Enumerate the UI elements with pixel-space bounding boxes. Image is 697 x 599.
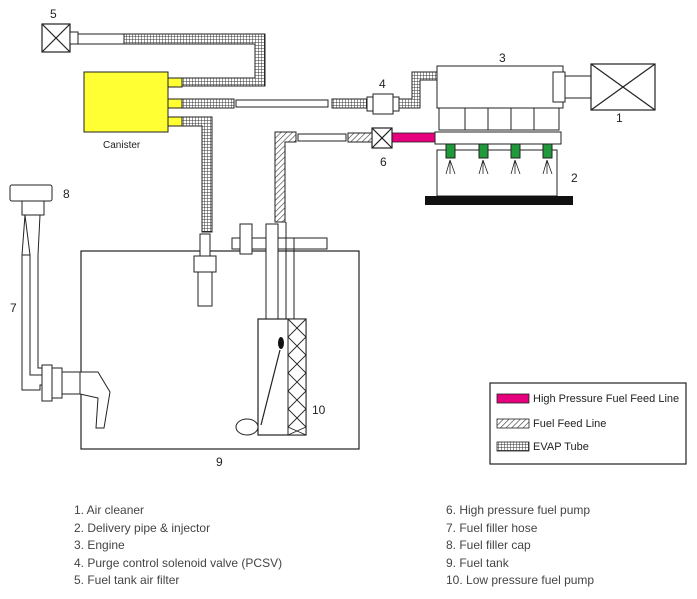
high-pressure-fuel-pump — [371, 127, 393, 149]
fuel-feed-line — [274, 131, 297, 223]
parts-list-left: 1. Air cleaner 2. Delivery pipe & inject… — [74, 502, 282, 590]
delivery-pipe-injectors — [425, 131, 573, 205]
purge-control-solenoid-valve — [366, 93, 400, 115]
evap-tube-canister-pcsv — [181, 98, 235, 109]
fuel-tank — [80, 250, 360, 450]
legend-label: EVAP Tube — [533, 441, 589, 453]
list-item: 1. Air cleaner — [74, 503, 145, 517]
fuel-system-diagram: Canister — [9, 7, 687, 469]
callout-7: 7 — [10, 301, 17, 315]
list-item: 2. Delivery pipe & injector — [74, 520, 211, 535]
callout-2: 2 — [571, 171, 578, 185]
callout-3: 3 — [499, 51, 506, 65]
callout-4: 4 — [379, 77, 386, 91]
legend: High Pressure Fuel Feed Line Fuel Feed L… — [489, 382, 687, 465]
air-cleaner — [590, 63, 656, 111]
fuel-level-float — [235, 418, 259, 436]
callout-1: 1 — [616, 111, 623, 125]
list-item: 6. High pressure fuel pump — [446, 503, 591, 517]
injector — [542, 143, 553, 175]
evap-tube-canister-tank — [181, 116, 213, 233]
legend-swatch-fuel-feed — [496, 418, 530, 429]
legend-label: Fuel Feed Line — [533, 418, 606, 430]
engine — [436, 65, 592, 131]
injector — [445, 143, 456, 175]
legend-label: High Pressure Fuel Feed Line — [533, 393, 679, 405]
canister: Canister — [83, 71, 183, 151]
callout-9: 9 — [216, 455, 223, 469]
list-item: 7. Fuel filler hose — [446, 520, 538, 535]
pump-module-top — [231, 222, 328, 320]
callout-6: 6 — [380, 155, 387, 169]
fuel-filler-hose — [21, 214, 111, 429]
parts-list-right: 6. High pressure fuel pump 7. Fuel fille… — [446, 502, 594, 590]
legend-swatch-evap — [496, 441, 530, 452]
list-item: 3. Engine — [74, 538, 125, 552]
list-item: 8. Fuel filler cap — [446, 538, 531, 552]
list-item: 9. Fuel tank — [446, 555, 509, 570]
fuel-level-sender-tip — [278, 337, 284, 349]
tank-vent-valve — [193, 233, 217, 307]
callout-10: 10 — [312, 403, 326, 417]
injector — [510, 143, 521, 175]
callout-8: 8 — [63, 187, 70, 201]
evap-tube-pcsv-engine — [398, 71, 441, 109]
fuel-filler-cap — [9, 184, 53, 216]
fuel-tank-air-filter — [41, 23, 125, 53]
injector — [478, 143, 489, 175]
list-item: 4. Purge control solenoid valve (PCSV) — [74, 555, 283, 570]
list-item: 5. Fuel tank air filter — [74, 573, 180, 587]
list-item: 10. Low pressure fuel pump — [446, 573, 595, 587]
legend-swatch-high-pressure — [496, 393, 530, 404]
canister-label: Canister — [103, 140, 141, 151]
low-pressure-fuel-pump — [235, 318, 307, 436]
callout-5: 5 — [50, 7, 57, 21]
high-pressure-fuel-line — [391, 132, 436, 143]
